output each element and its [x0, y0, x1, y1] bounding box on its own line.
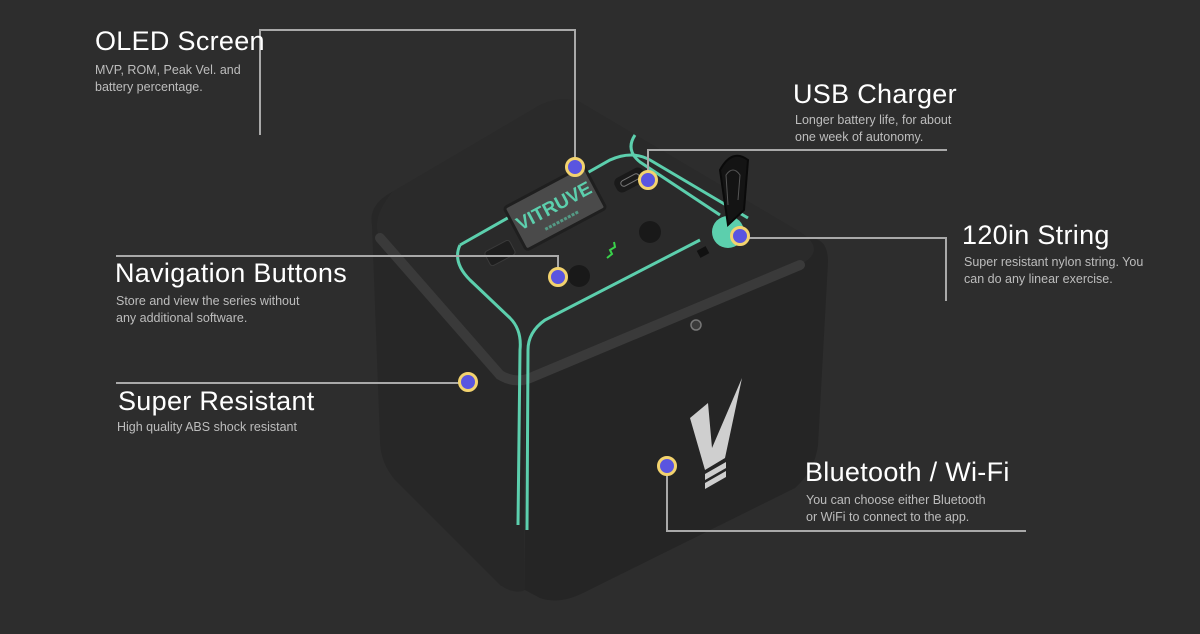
resistant-leader-h	[116, 382, 468, 384]
oled-leader-v2	[574, 29, 576, 167]
oled-leader-v1	[259, 29, 261, 135]
hotspot-resistant[interactable]	[458, 372, 478, 392]
nav-button-right	[639, 221, 661, 243]
string-desc-line1: Super resistant nylon string. You	[964, 255, 1144, 269]
hotspot-string[interactable]	[730, 226, 750, 246]
string-leader-h	[740, 237, 947, 239]
nav-title: Navigation Buttons	[115, 258, 348, 288]
resistant-title: Super Resistant	[118, 386, 315, 416]
usb-title: USB Charger	[793, 79, 957, 109]
wireless-leader-v	[666, 466, 668, 532]
nav-desc-line1: Store and view the series without	[116, 294, 300, 308]
oled-desc-line2: battery percentage.	[95, 80, 203, 94]
screw	[690, 319, 702, 331]
usb-leader-v	[647, 149, 649, 179]
hotspot-usb[interactable]	[638, 170, 658, 190]
accent-stripe-inner	[629, 134, 721, 217]
vitruve-logo	[690, 378, 742, 489]
wireless-title: Bluetooth / Wi-Fi	[805, 457, 1010, 487]
wireless-desc-line1: You can choose either Bluetooth	[806, 493, 986, 507]
wireless-desc-line2: or WiFi to connect to the app.	[806, 510, 970, 524]
nav-leader-h	[116, 255, 559, 257]
string-leader-v	[945, 237, 947, 301]
string-title: 120in String	[962, 220, 1110, 250]
power-switch	[484, 239, 516, 267]
resistant-desc-line1: High quality ABS shock resistant	[117, 420, 297, 434]
accent-stripe-outer	[459, 153, 749, 247]
nav-button-left	[568, 265, 590, 287]
device-top-face	[376, 99, 814, 381]
usb-leader-h	[647, 149, 947, 151]
oled-title: OLED Screen	[95, 26, 265, 56]
nav-leader-v	[557, 255, 559, 277]
usb-desc-line1: Longer battery life, for about	[795, 113, 952, 127]
hotspot-wireless[interactable]	[657, 456, 677, 476]
string-desc-line2: can do any linear exercise.	[964, 272, 1113, 286]
usb-desc-line2: one week of autonomy.	[795, 130, 924, 144]
nav-desc-line2: any additional software.	[116, 311, 248, 325]
hotspot-nav[interactable]	[548, 267, 568, 287]
oled-screen: VITRUVE ▪▪▪▪▪▪▪▪▪	[503, 165, 607, 251]
wireless-leader-h	[666, 530, 1026, 532]
oled-desc-line1: MVP, ROM, Peak Vel. and	[95, 63, 241, 77]
hotspot-oled[interactable]	[565, 157, 585, 177]
oled-leader-h	[259, 29, 576, 31]
activity-arrow-icon	[606, 241, 617, 259]
